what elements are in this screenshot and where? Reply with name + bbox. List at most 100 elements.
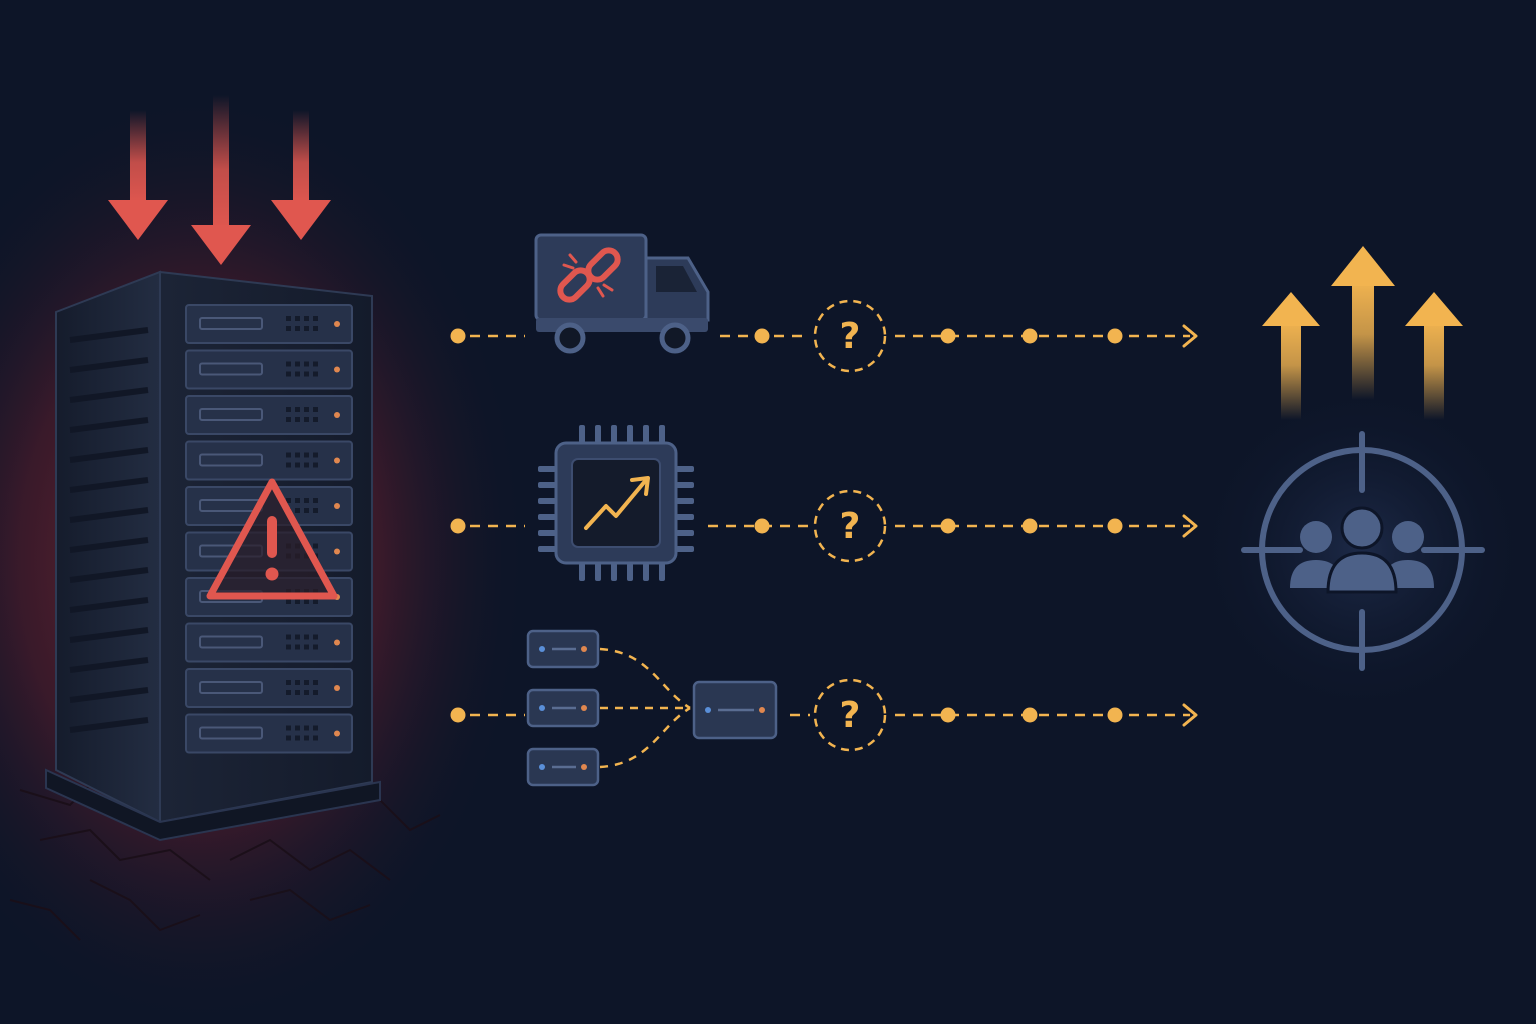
vent-hole [295,452,300,458]
drive-slot [199,317,263,330]
flow-dot [450,328,466,344]
servers-merge-icon [526,629,778,787]
drive-slot [199,726,263,740]
vent-hole [286,498,291,503]
chip-pins [538,425,694,581]
flow-dot [1022,707,1038,723]
rack-unit [185,440,353,481]
vent-hole [286,316,291,321]
arrowhead-icon [1182,324,1198,348]
vent-hole [304,326,309,331]
up-arrow-icon [1405,292,1463,420]
people-group-icon [1290,506,1434,594]
side-vent [69,597,149,613]
rack-unit [185,622,353,663]
vent-hole [313,316,318,321]
chip-pin [676,514,694,520]
side-vent [69,357,149,373]
status-led [334,412,340,418]
vent-hole [313,452,318,458]
vent-hole [286,407,291,412]
growth-arrows [1262,246,1463,420]
vent-hole [286,644,291,650]
chip-pin [676,498,694,504]
chip-trend-up-icon [538,425,694,581]
warning-triangle-icon [206,478,338,600]
question-circle-icon: ? [813,489,887,563]
flow-row [450,703,1198,727]
status-led [334,503,340,509]
vent-hole [286,361,291,367]
vent-hole [304,725,309,731]
chip-pin [579,563,585,581]
vent-hole [313,407,318,412]
vent-hole [313,326,318,331]
flow-dot [754,328,770,344]
chip-pin [627,563,633,581]
vent-hole [313,361,318,367]
vent-hole [295,634,300,640]
flow-row [450,324,1198,348]
vent-hole [304,644,309,650]
chip-pin [676,482,694,488]
vent-hole [295,644,300,650]
vent-hole [304,417,309,422]
mini-server-led-blue [705,707,711,713]
vent-hole [313,508,318,513]
vent-hole [304,680,309,685]
side-vent [69,477,149,493]
vent-hole [286,326,291,331]
question-mark: ? [840,695,861,736]
flow-lines [450,324,1198,727]
chip-pin [659,563,665,581]
rack-unit-panel [185,304,353,344]
rack-unit-panel [185,440,353,481]
question-circle-icon: ? [813,299,887,373]
status-led [334,548,340,555]
vent-hole [295,462,300,468]
vent-hole [286,417,291,422]
chip-pin [643,563,649,581]
chip-pin [627,425,633,443]
status-led [334,321,340,327]
vent-hole [304,690,309,695]
vent-hole [304,735,309,741]
vent-hole [286,452,291,458]
flow-dot [754,518,770,534]
vent-hole [295,690,300,695]
mini-server-led-orange [581,764,587,770]
vent-hole [304,316,309,321]
mini-server-led-orange [581,646,587,652]
mini-server-icon [526,747,600,787]
side-vent [69,447,149,463]
vent-hole [313,417,318,422]
mini-server-led-orange [581,705,587,711]
vent-hole [295,361,300,367]
vent-hole [313,371,318,377]
side-vent [69,567,149,583]
question-circle-ring [813,299,887,373]
rack-unit [185,713,353,754]
side-vent [69,537,149,553]
rack-unit-panel [185,395,353,435]
vent-hole [286,371,291,377]
mini-server-led-blue [539,646,545,652]
vent-hole [313,634,318,640]
drive-slot [199,408,263,421]
rack-unit [185,349,353,390]
rack-side-slots [69,327,149,733]
status-led [334,685,340,691]
vent-hole [295,680,300,685]
pressure-arrows [108,95,331,265]
vent-hole [304,508,309,513]
vent-hole [295,508,300,513]
chip-pin [538,498,556,504]
flow-row [450,514,1198,538]
vent-hole [295,599,300,604]
flow-dot [450,518,466,534]
mini-server-led-orange [759,707,765,713]
broken-chain-icon [557,247,621,303]
chip-pin [579,425,585,443]
vent-hole [286,680,291,685]
chip-pin [611,425,617,443]
